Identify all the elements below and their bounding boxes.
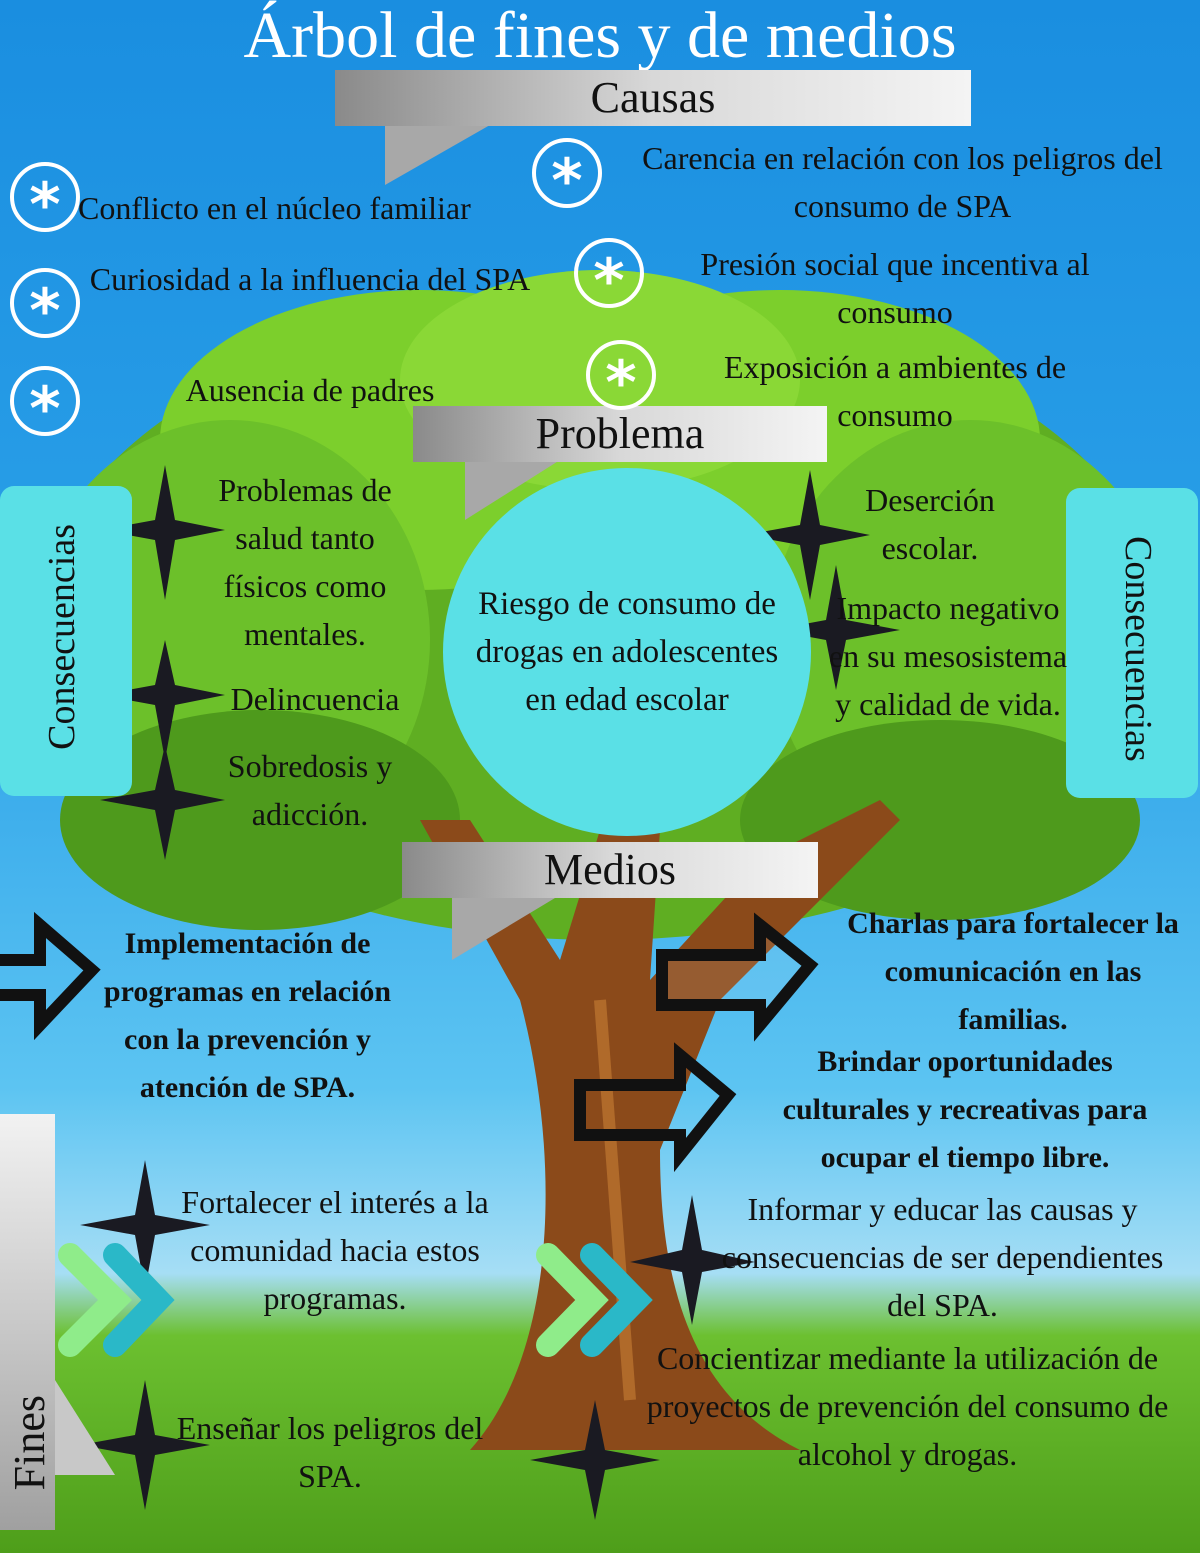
causa-item: Curiosidad a la influencia del SPA [89, 261, 531, 297]
medio-item: Charlas para fortalecer la comunicación … [847, 907, 1179, 1036]
fin-item: Enseñar los peligros del SPA. [176, 1410, 484, 1494]
consecuencia-item: Impacto negativo en su mesosistema y cal… [828, 590, 1068, 722]
fin-chevrons [58, 1243, 653, 1357]
causa-item: Presión social que incentiva al consumo [700, 246, 1090, 330]
banner-tails [55, 125, 560, 1475]
asterisk-circle-icon: * [10, 268, 80, 346]
consecuencias-right-label: Consecuencias [1117, 536, 1159, 762]
fin-item: Informar y educar las causas y consecuen… [721, 1191, 1164, 1323]
fines-panel: Fines [0, 1114, 55, 1530]
fines-label: Fines [5, 1394, 54, 1490]
consecuencia-item: Deserción escolar. [865, 482, 995, 566]
consecuencia-item: Sobredosis y adicción. [227, 748, 393, 832]
causas-banner: Causas [335, 70, 971, 126]
medio-item: Implementación de programas en relación … [103, 927, 392, 1104]
consecuencias-left-panel: Consecuencias [0, 486, 132, 796]
asterisk-circle-icon: * [586, 340, 656, 418]
medio-item: Brindar oportunidades culturales y recre… [782, 1045, 1148, 1174]
causa-item: Exposición a ambientes de consumo [723, 349, 1067, 433]
medio-arrows [0, 911, 819, 1173]
causa-item: Ausencia de padres [185, 372, 435, 408]
asterisk-circle-icon: * [532, 138, 602, 216]
sparkle-stars [80, 465, 900, 1520]
problema-text: Riesgo de consumo de drogas en adolescen… [475, 586, 779, 718]
medios-banner: Medios [402, 842, 818, 898]
page-title: Árbol de fines y de medios [243, 0, 957, 72]
asterisk-circle-icon: * [10, 366, 80, 444]
trunk [420, 800, 900, 1450]
asterisk-circle-icon: * [10, 162, 80, 240]
causa-item: Carencia en relación con los peligros de… [642, 140, 1163, 224]
problema-banner: Problema [413, 406, 827, 462]
causa-item: Conflicto en el núcleo familiar [78, 190, 471, 226]
asterisk-circle-icon: * [574, 238, 644, 316]
consecuencias-right-panel: Consecuencias [1066, 488, 1198, 798]
consecuencia-item: Delincuencia [230, 681, 400, 717]
problema-circle: Riesgo de consumo de drogas en adolescen… [443, 468, 811, 836]
consecuencia-item: Problemas de salud tanto físicos como me… [218, 472, 392, 652]
consecuencias-left-label: Consecuencias [41, 524, 83, 750]
fin-item: Concientizar mediante la utilización de … [646, 1340, 1169, 1472]
fin-item: Fortalecer el interés a la comunidad hac… [181, 1184, 489, 1316]
